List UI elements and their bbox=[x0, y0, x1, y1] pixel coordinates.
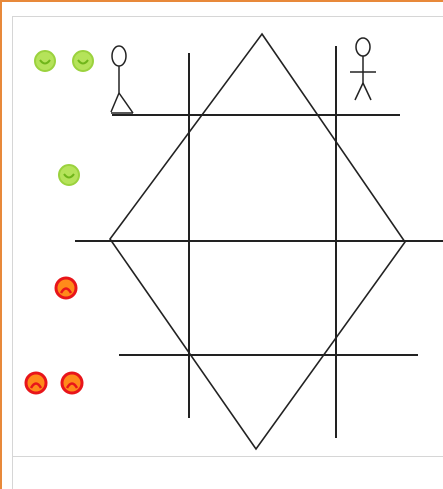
stick-figure-icon bbox=[350, 38, 376, 100]
grid-lines bbox=[75, 46, 443, 438]
sad-face-icon bbox=[56, 278, 76, 298]
sad-face-icon bbox=[62, 373, 82, 393]
happy-face-icon bbox=[35, 51, 55, 71]
sad-face-icon bbox=[26, 373, 46, 393]
happy-face-icon bbox=[59, 165, 79, 185]
stick-figure-icon bbox=[111, 46, 133, 113]
happy-face-icon bbox=[73, 51, 93, 71]
